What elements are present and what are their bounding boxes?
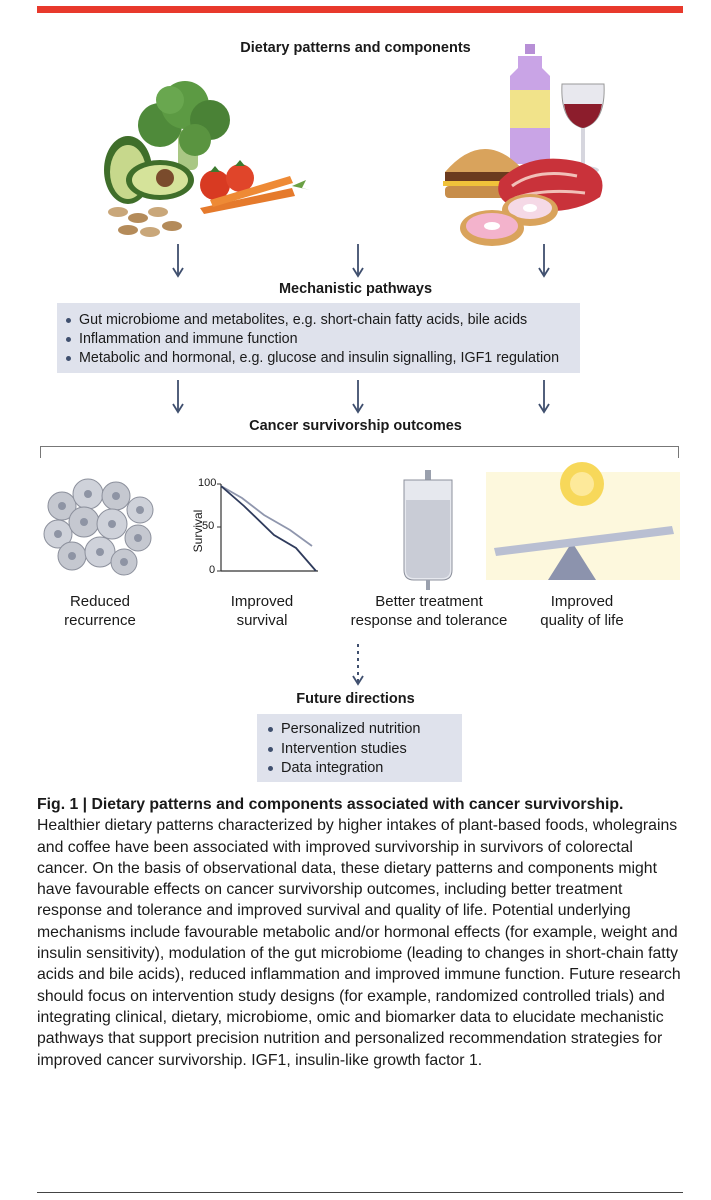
arrow-down-icon	[352, 380, 364, 414]
donut-icon	[460, 194, 558, 246]
future-item: Intervention studies	[263, 740, 420, 760]
diagram-title: Dietary patterns and components	[240, 40, 471, 56]
healthy-food-icon	[104, 81, 310, 237]
future-directions-heading: Future directions	[296, 691, 415, 707]
outcome-label-quality-of-life: Improved quality of life	[540, 593, 624, 629]
food-illustrations	[104, 44, 605, 246]
arrow-down-icon	[172, 380, 184, 414]
mechanism-item: Gut microbiome and metabolites, e.g. sho…	[61, 311, 559, 330]
seesaw-icon	[494, 526, 674, 580]
tomato-icon	[200, 160, 254, 200]
arrow-down-icon	[538, 244, 550, 278]
outcomes-bracket	[40, 446, 679, 458]
future-item: Data integration	[263, 759, 420, 779]
mechanistic-pathways-box: Gut microbiome and metabolites, e.g. sho…	[57, 303, 580, 373]
survival-ylabel: Survival	[191, 509, 205, 553]
future-item: Personalized nutrition	[263, 720, 420, 740]
future-directions-box: Personalized nutrition Intervention stud…	[257, 714, 462, 782]
unhealthy-food-icon	[443, 44, 605, 246]
outcome-label-treatment: Better treatment response and tolerance	[350, 593, 508, 629]
mechanism-item: Inflammation and immune function	[61, 330, 559, 349]
outcomes-heading: Cancer survivorship outcomes	[249, 418, 462, 434]
bottom-rule	[37, 1192, 683, 1193]
wine-glass-icon	[561, 83, 605, 174]
caption-body: Healthier dietary patterns characterized…	[37, 817, 681, 1069]
survival-ytick: 100	[198, 477, 217, 489]
avocado-icon	[104, 136, 194, 204]
dotted-arrow-down-icon	[352, 644, 364, 686]
survival-plot-icon	[217, 483, 318, 572]
mechanistic-pathways-heading: Mechanistic pathways	[278, 281, 433, 297]
iv-bag-icon	[403, 470, 453, 590]
soda-bottle-icon	[510, 44, 550, 164]
carrot-icon	[200, 176, 310, 214]
caption-title: Fig. 1 | Dietary patterns and components…	[37, 796, 624, 813]
figure-caption: Fig. 1 | Dietary patterns and components…	[37, 794, 683, 1071]
outcome-illustrations	[43, 462, 680, 590]
arrow-down-icon	[538, 380, 550, 414]
survival-ytick: 0	[209, 564, 216, 576]
mechanism-item: Metabolic and hormonal, e.g. glucose and…	[61, 349, 559, 368]
outcome-label-survival: Improved survival	[230, 593, 294, 629]
outcome-label-recurrence: Reduced recurrence	[64, 593, 136, 629]
header-accent-bar	[37, 6, 683, 13]
survival-ytick: 50	[202, 520, 215, 532]
cancer-cells-icon	[43, 478, 154, 576]
arrow-down-icon	[352, 244, 364, 278]
arrow-down-icon	[172, 244, 184, 278]
nuts-icon	[108, 207, 182, 237]
broccoli-icon	[138, 81, 230, 170]
